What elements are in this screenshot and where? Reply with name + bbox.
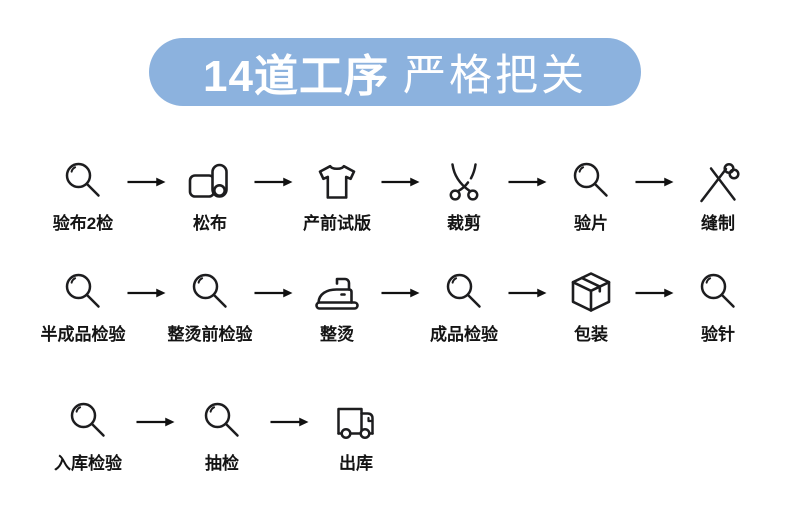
step-label: 半成品检验 [40, 325, 126, 344]
process-step: 出库 [312, 398, 400, 475]
process-flow: 验布2检 松布 产前试版 裁剪 验片 缝制 半成品检验 [0, 158, 790, 475]
process-step: 抽检 [178, 398, 266, 475]
process-step: 包装 [547, 269, 635, 346]
magnifier-icon [694, 269, 742, 317]
step-label: 裁剪 [447, 214, 481, 233]
magnifier-icon [567, 158, 615, 206]
process-step: 半成品检验 [39, 269, 127, 346]
process-step: 验片 [547, 158, 635, 235]
step-label: 验针 [701, 325, 735, 344]
step-label: 缝制 [701, 214, 735, 233]
fabric-roll-icon [186, 158, 234, 206]
step-label: 包装 [574, 325, 608, 344]
arrow-right-icon [508, 269, 547, 317]
step-label: 松布 [193, 214, 227, 233]
arrow-right-icon [127, 269, 166, 317]
magnifier-icon [59, 269, 107, 317]
magnifier-icon [198, 398, 246, 446]
step-label: 出库 [339, 454, 373, 473]
step-label: 入库检验 [54, 454, 122, 473]
arrow-right-icon [127, 158, 166, 206]
process-step: 验针 [674, 269, 762, 346]
arrow-right-icon [254, 269, 293, 317]
truck-icon [332, 398, 380, 446]
title-banner: 14道工序 严格把关 [149, 38, 641, 106]
process-step: 整烫前检验 [166, 269, 254, 346]
process-step: 产前试版 [293, 158, 381, 235]
step-label: 整烫 [320, 325, 354, 344]
process-step: 松布 [166, 158, 254, 235]
process-row-3: 入库检验 抽检 出库 [0, 398, 790, 475]
arrow-right-icon [635, 158, 674, 206]
process-step: 整烫 [293, 269, 381, 346]
magnifier-icon [440, 269, 488, 317]
step-label: 产前试版 [303, 214, 371, 233]
magnifier-icon [59, 158, 107, 206]
scissors-icon [440, 158, 488, 206]
step-label: 成品检验 [430, 325, 498, 344]
process-step: 成品检验 [420, 269, 508, 346]
box-icon [567, 269, 615, 317]
arrow-right-icon [508, 158, 547, 206]
process-step: 裁剪 [420, 158, 508, 235]
magnifier-icon [186, 269, 234, 317]
magnifier-icon [64, 398, 112, 446]
arrow-right-icon [254, 158, 293, 206]
needle-thread-icon [694, 158, 742, 206]
process-step: 入库检验 [44, 398, 132, 475]
banner-title-bold: 14道工序 [203, 52, 389, 101]
arrow-right-icon [266, 398, 312, 446]
step-label: 验布2检 [52, 214, 114, 233]
arrow-right-icon [635, 269, 674, 317]
step-label: 抽检 [205, 454, 239, 473]
step-label: 整烫前检验 [167, 325, 253, 344]
banner-title-light: 严格把关 [402, 52, 587, 100]
tshirt-icon [313, 158, 361, 206]
arrow-right-icon [381, 158, 420, 206]
step-label: 验片 [574, 214, 608, 233]
process-row-2: 半成品检验 整烫前检验 整烫 成品检验 包装 验针 [0, 269, 790, 346]
arrow-right-icon [132, 398, 178, 446]
arrow-right-icon [381, 269, 420, 317]
process-step: 缝制 [674, 158, 762, 235]
process-row-1: 验布2检 松布 产前试版 裁剪 验片 缝制 [0, 158, 790, 235]
iron-icon [313, 269, 361, 317]
process-step: 验布2检 [39, 158, 127, 235]
